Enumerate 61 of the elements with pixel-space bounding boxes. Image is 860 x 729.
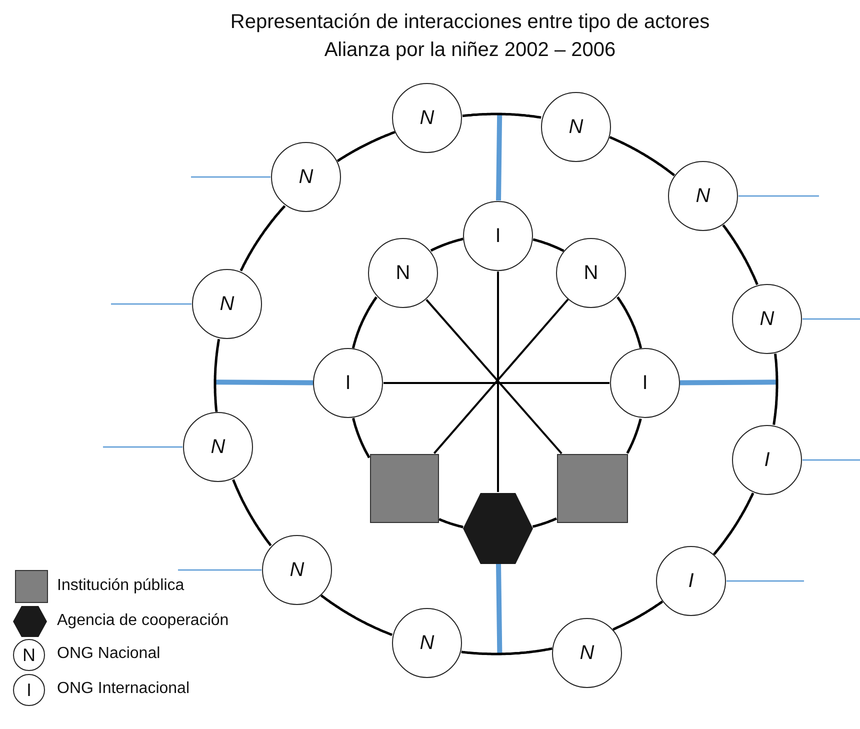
actor-circle: I xyxy=(610,348,680,418)
connector-line xyxy=(103,446,182,448)
connector-line xyxy=(772,354,778,425)
diagram-title: Representación de interacciones entre tipo de actores Alianza por la niñez 2002 – 2006 xyxy=(229,10,711,63)
legend-text: Institución pública xyxy=(57,577,184,595)
connector-line xyxy=(240,205,286,272)
connector-line xyxy=(320,594,393,636)
connector-line xyxy=(384,382,610,384)
connector-line xyxy=(214,338,220,412)
connector-line xyxy=(430,238,464,252)
legend-circle: I xyxy=(13,674,45,706)
connector-line xyxy=(352,418,370,458)
connector-line xyxy=(532,238,564,252)
legend-circle: N xyxy=(13,639,45,671)
square-node xyxy=(556,454,628,522)
actor-circle: N xyxy=(668,161,738,231)
actor-circle: I xyxy=(656,546,726,616)
connector-line xyxy=(352,296,378,348)
connector-line xyxy=(496,114,502,201)
connector-line xyxy=(497,272,499,492)
actor-circle: N xyxy=(556,238,626,308)
actor-circle: N xyxy=(552,618,622,688)
connector-line xyxy=(232,479,272,546)
connector-line xyxy=(802,459,860,461)
connector-line xyxy=(461,647,552,656)
connector-line xyxy=(214,380,314,386)
actor-circle: I xyxy=(463,201,533,271)
actor-circle: N xyxy=(262,535,332,605)
legend-text: ONG Nacional xyxy=(57,645,160,663)
actor-circle: N xyxy=(183,412,253,482)
connector-line xyxy=(609,136,676,176)
connector-line xyxy=(191,176,270,178)
connector-line xyxy=(680,380,778,386)
connector-line xyxy=(178,569,262,571)
connector-line xyxy=(438,518,464,528)
legend-text: Agencia de cooperación xyxy=(57,612,229,630)
connector-line xyxy=(462,112,542,119)
actor-circle: N xyxy=(732,284,802,354)
connector-line xyxy=(612,600,664,631)
connector-line xyxy=(712,492,754,556)
connector-line xyxy=(496,564,502,654)
hexagon-node xyxy=(463,492,533,564)
actor-circle: N xyxy=(271,142,341,212)
square-node xyxy=(370,454,438,522)
connector-line xyxy=(532,517,557,528)
connector-line xyxy=(722,224,758,286)
actor-circle: I xyxy=(313,348,383,418)
actor-circle: N xyxy=(192,269,262,339)
actor-circle: I xyxy=(732,425,802,495)
actor-circle: N xyxy=(392,608,462,678)
actor-circle: N xyxy=(392,83,462,153)
legend-text: ONG Internacional xyxy=(57,680,190,698)
connector-line xyxy=(616,296,642,348)
connector-line xyxy=(336,130,396,162)
actor-circle: N xyxy=(368,238,438,308)
connector-line xyxy=(738,195,819,197)
connector-line xyxy=(626,418,642,454)
connector-line xyxy=(111,303,192,305)
connector-line xyxy=(802,318,860,320)
connector-line xyxy=(726,580,804,582)
actor-circle: N xyxy=(541,92,611,162)
